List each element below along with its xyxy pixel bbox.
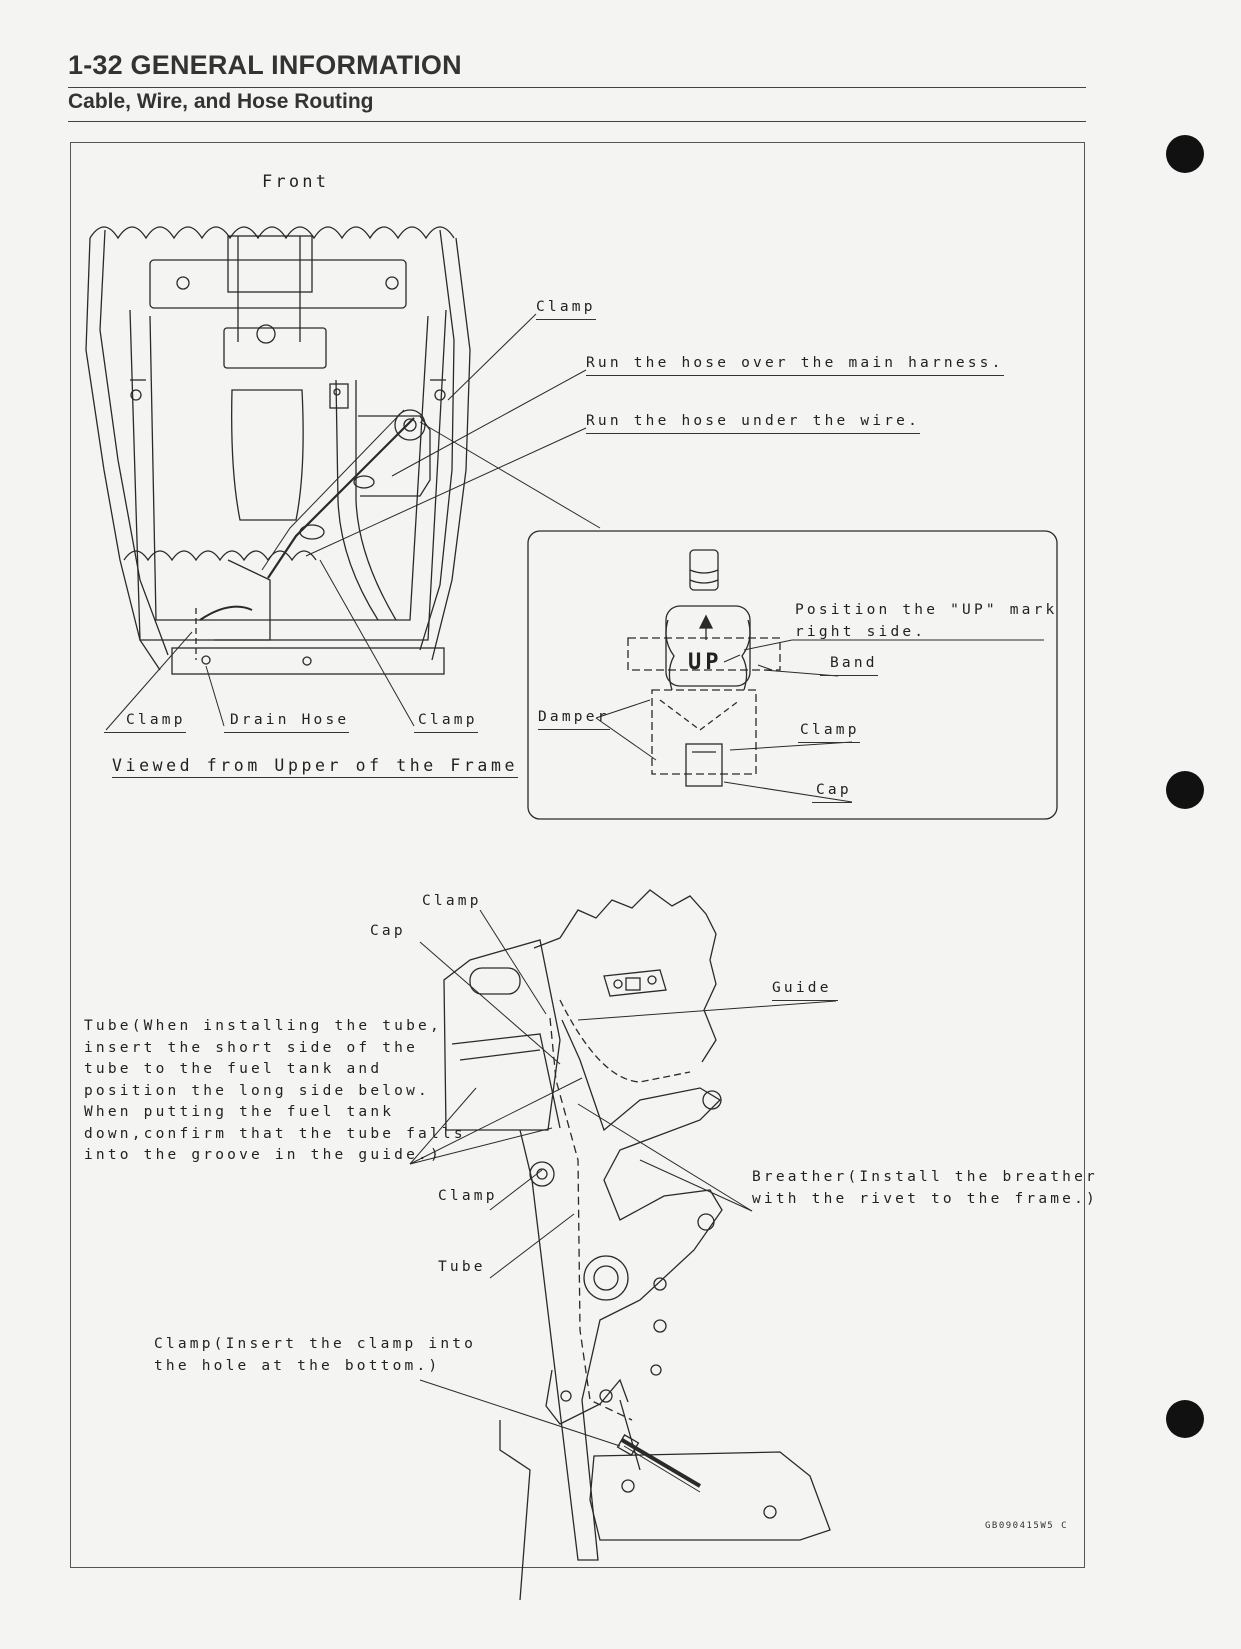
up-mark-note: Position the "UP" mark right side. bbox=[795, 602, 1058, 640]
cap-label-inset: Cap bbox=[812, 780, 852, 803]
clamp-bottom-note: Clamp(Insert the clamp into the hole at … bbox=[154, 1336, 477, 1374]
front-label: Front bbox=[262, 172, 330, 192]
top-view-leader-lines bbox=[105, 313, 601, 731]
clamp-label-top: Clamp bbox=[536, 297, 596, 320]
clamp-label-right: Clamp bbox=[414, 710, 478, 733]
hose-over-harness-note: Run the hose over the main harness. bbox=[586, 353, 1004, 376]
guide-label: Guide bbox=[772, 978, 838, 1001]
damper-label: Damper bbox=[538, 707, 610, 730]
view-caption: Viewed from Upper of the Frame bbox=[112, 755, 519, 778]
page-title: 1-32 GENERAL INFORMATION bbox=[68, 50, 462, 80]
binder-hole-middle bbox=[1166, 771, 1204, 809]
detail-inset-box bbox=[527, 530, 1058, 820]
figure-frame bbox=[70, 142, 1085, 1568]
figure-code: GB090415W5 C bbox=[985, 1521, 1069, 1531]
up-mark-text: UP bbox=[688, 650, 723, 675]
clamp-label-side-top: Clamp bbox=[422, 893, 482, 909]
drain-hose-label: Drain Hose bbox=[224, 710, 350, 733]
title-divider bbox=[68, 87, 1086, 88]
cap-label-side: Cap bbox=[370, 923, 406, 939]
tube-label: Tube bbox=[438, 1259, 486, 1275]
inset-leader-lines bbox=[595, 639, 1044, 803]
breather-note: Breather(Install the breather with the r… bbox=[752, 1169, 1098, 1207]
clamp-label-side-mid: Clamp bbox=[438, 1188, 498, 1204]
tube-installation-note: Tube(When installing the tube, insert th… bbox=[84, 1018, 466, 1163]
side-view-leader-lines bbox=[409, 909, 837, 1447]
frame-side-view bbox=[443, 889, 831, 1601]
clamp-label-left: Clamp bbox=[104, 710, 186, 733]
frame-top-view bbox=[85, 226, 471, 675]
binder-hole-top bbox=[1166, 135, 1204, 173]
band-label: Band bbox=[820, 653, 878, 676]
hose-under-wire-note: Run the hose under the wire. bbox=[586, 411, 921, 434]
clamp-label-inset: Clamp bbox=[798, 720, 860, 743]
section-title: Cable, Wire, and Hose Routing bbox=[68, 90, 374, 113]
damper-detail bbox=[627, 549, 781, 787]
binder-hole-bottom bbox=[1166, 1400, 1204, 1438]
section-divider bbox=[68, 121, 1086, 122]
